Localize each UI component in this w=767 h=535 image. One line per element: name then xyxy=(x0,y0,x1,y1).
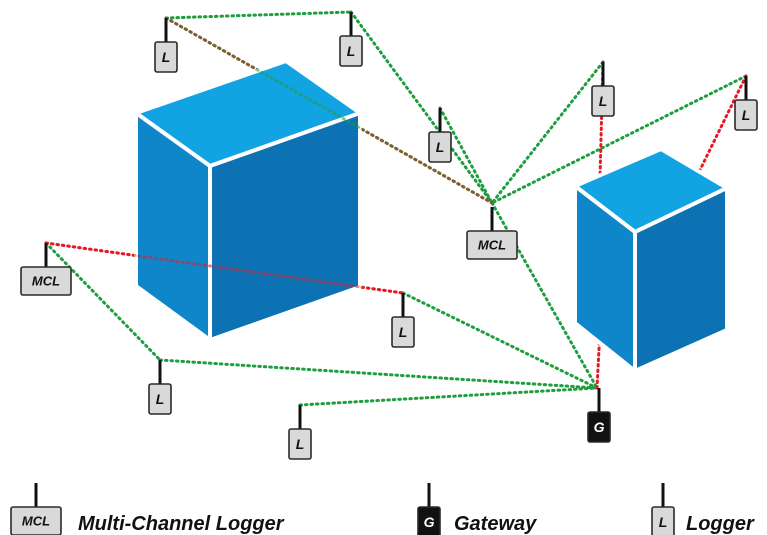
gateway[interactable]: G xyxy=(587,388,611,443)
link xyxy=(490,74,748,205)
device-label: MCL xyxy=(32,274,60,289)
device-label: L xyxy=(742,107,751,123)
link xyxy=(490,60,605,205)
good-links xyxy=(44,10,748,407)
legend-gateway-icon: G xyxy=(417,483,441,535)
legend-logger-text: Logger xyxy=(686,513,755,535)
logger-6[interactable]: L xyxy=(391,293,415,348)
large-building-right xyxy=(208,111,362,342)
multi-channel-logger-2[interactable]: MCL xyxy=(466,207,518,260)
multi-channel-logger-1[interactable]: MCL xyxy=(20,243,72,296)
legend-gateway-text: Gateway xyxy=(454,513,537,535)
device-label: L xyxy=(162,49,171,65)
device-body xyxy=(651,506,675,535)
logger-5[interactable]: L xyxy=(734,76,758,131)
device-label: L xyxy=(399,324,408,340)
device-label: L xyxy=(599,93,608,109)
logger-8[interactable]: L xyxy=(288,405,312,460)
device-label: G xyxy=(594,419,605,435)
logger-3[interactable]: L xyxy=(428,108,452,163)
logger-2[interactable]: L xyxy=(339,12,363,67)
logger-1[interactable]: L xyxy=(154,18,178,73)
link xyxy=(164,10,353,20)
device-body xyxy=(148,383,172,415)
device-body xyxy=(466,230,518,260)
legend-mcl-icon: MCL xyxy=(10,483,62,535)
link xyxy=(44,241,162,362)
legend-mcl-text: Multi-Channel Logger xyxy=(78,513,285,535)
device-label: MCL xyxy=(22,514,50,529)
device-body xyxy=(417,506,441,535)
link xyxy=(698,74,748,172)
link xyxy=(298,386,599,407)
link xyxy=(438,106,494,205)
device-body xyxy=(288,428,312,460)
device-body xyxy=(591,85,615,117)
device-label: MCL xyxy=(478,238,506,253)
device-body xyxy=(20,266,72,296)
large-building xyxy=(134,59,362,342)
logger-4[interactable]: L xyxy=(591,62,615,117)
device-label: L xyxy=(156,391,165,407)
device-body xyxy=(154,41,178,73)
device-body xyxy=(339,35,363,67)
device-body xyxy=(391,316,415,348)
device-label: L xyxy=(436,139,445,155)
link xyxy=(349,10,494,205)
device-body xyxy=(428,131,452,163)
small-building xyxy=(573,147,729,373)
device-label: G xyxy=(424,514,435,530)
device-label: L xyxy=(296,436,305,452)
device-body xyxy=(734,99,758,131)
through-building-links xyxy=(44,16,494,295)
link xyxy=(158,358,599,390)
legend: MCL Multi-Channel Logger G Gateway L Log… xyxy=(10,483,755,535)
logger-7[interactable]: L xyxy=(148,360,172,415)
device-label: L xyxy=(347,43,356,59)
link xyxy=(401,291,599,390)
small-building-right xyxy=(633,186,729,373)
device-body xyxy=(587,411,611,443)
device-label: L xyxy=(659,514,668,530)
device-body xyxy=(10,506,62,535)
legend-logger-icon: L xyxy=(651,483,675,535)
